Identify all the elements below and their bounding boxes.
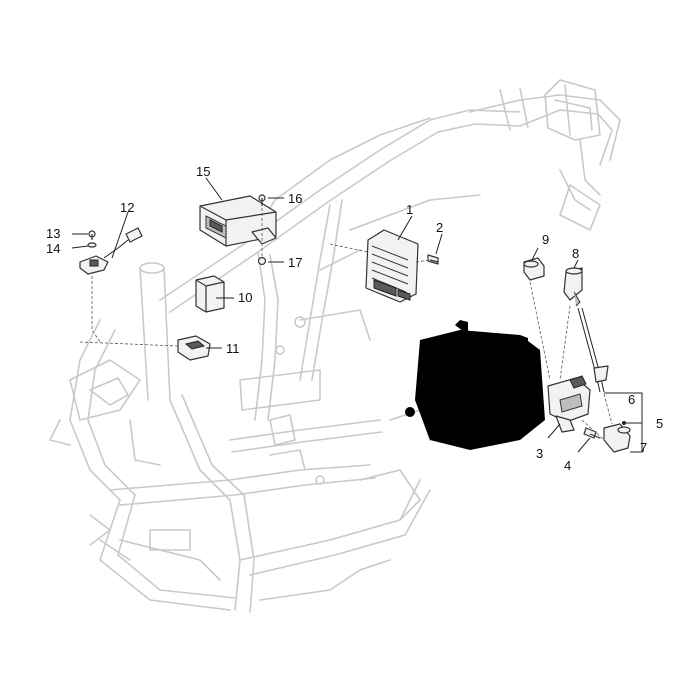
callout-14: 14 — [46, 241, 60, 256]
part-2-bolt — [427, 254, 439, 265]
part-10-relay — [195, 275, 225, 313]
part-1-voltage-regulator — [365, 229, 419, 303]
callout-6: 6 — [628, 392, 635, 407]
part-7-hose-elbow — [603, 423, 631, 453]
callout-10: 10 — [238, 290, 252, 305]
part-8-sensor-cap — [563, 267, 609, 393]
callout-labels: 1 2 3 4 5 6 7 8 9 10 11 12 13 14 15 16 1… — [46, 164, 663, 473]
callout-5: 5 — [656, 416, 663, 431]
part-12-sensor-cable — [103, 227, 143, 259]
part-4-bolt — [583, 427, 601, 439]
callout-15: 15 — [196, 164, 210, 179]
part-14-washer-sensor — [79, 242, 109, 275]
callout-9: 9 — [542, 232, 549, 247]
callout-leader-lines — [71, 177, 643, 453]
callout-12: 12 — [120, 200, 134, 215]
part-15-ecu-unit — [199, 195, 277, 247]
engine-block-drawing — [405, 320, 545, 450]
callout-1: 1 — [406, 202, 413, 217]
callout-4: 4 — [564, 458, 571, 473]
callout-7: 7 — [640, 440, 647, 455]
part-9-rubber-boot — [523, 257, 545, 281]
callout-16: 16 — [288, 191, 302, 206]
callout-13: 13 — [46, 226, 60, 241]
part-17-nut — [257, 256, 267, 266]
assembly-dashed-lines — [79, 208, 613, 441]
callout-2: 2 — [436, 220, 443, 235]
callout-11: 11 — [226, 341, 240, 356]
callout-8: 8 — [572, 246, 579, 261]
part-11-relay-holder — [177, 335, 211, 361]
callout-3: 3 — [536, 446, 543, 461]
part-13-screw — [88, 230, 96, 240]
part-3-air-pump — [547, 375, 591, 433]
part-16-bolt — [258, 194, 266, 206]
callout-17: 17 — [288, 255, 302, 270]
